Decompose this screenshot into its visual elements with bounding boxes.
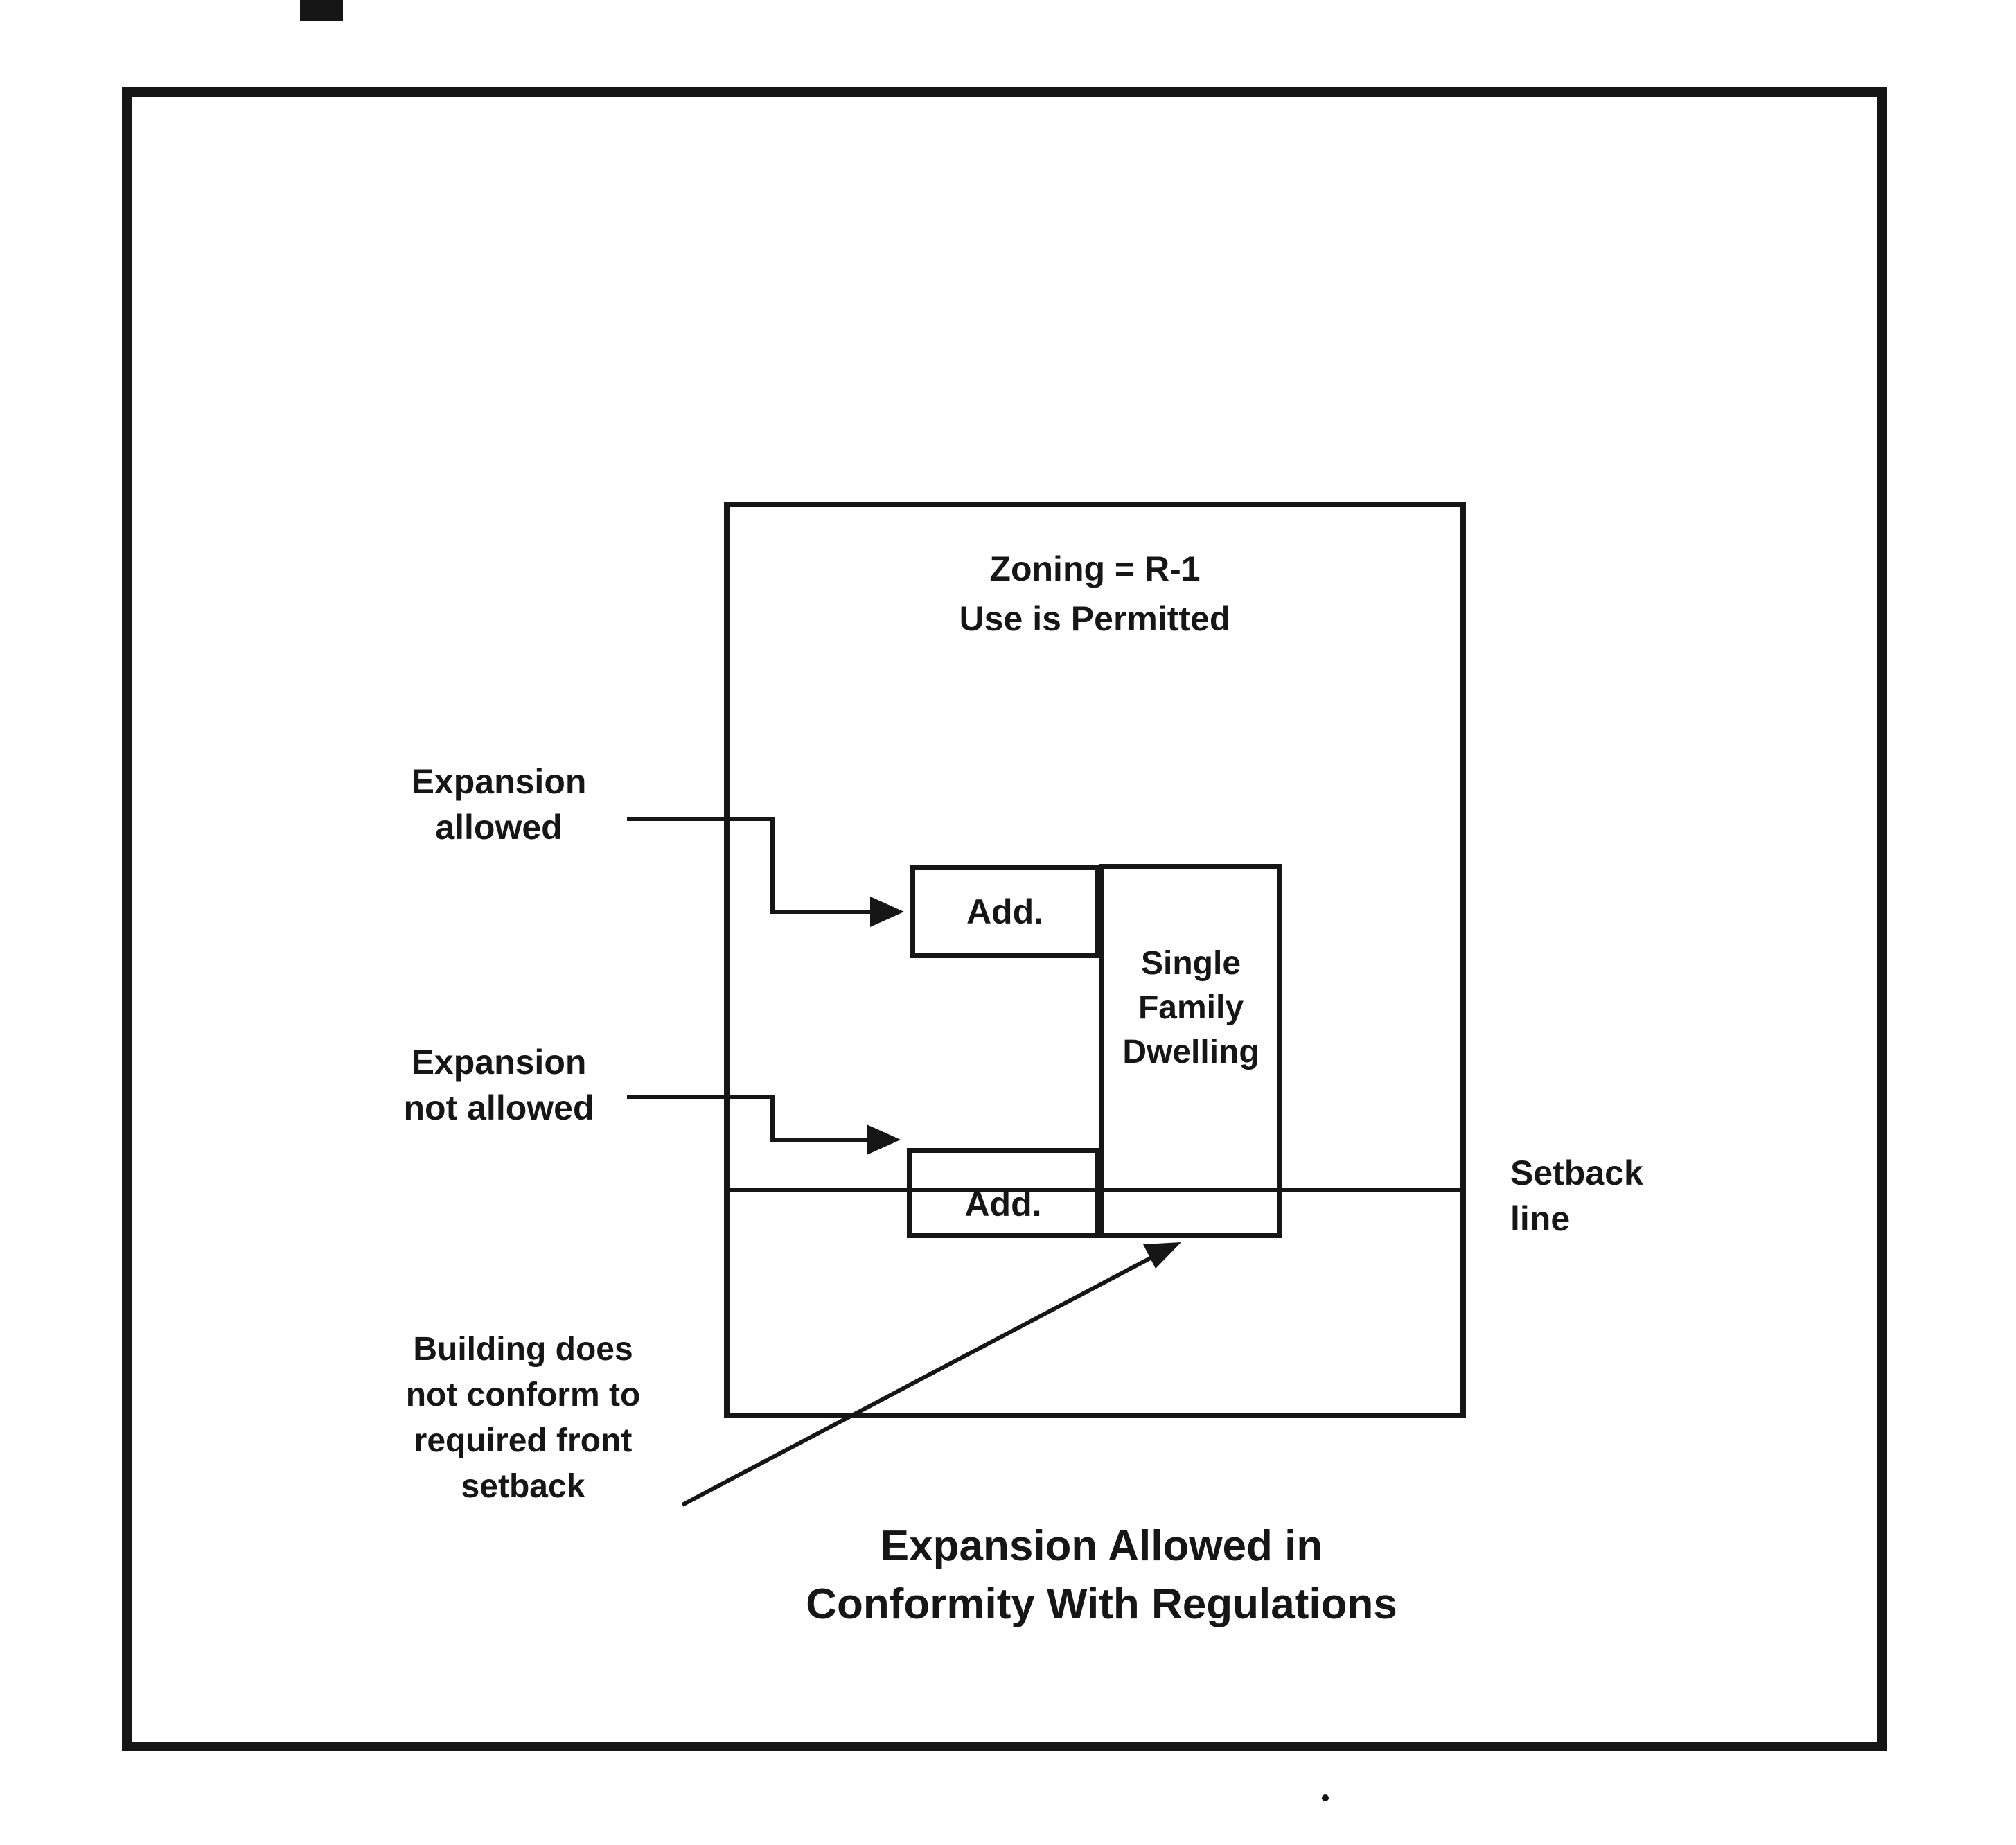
setback-line-callout: Setback line xyxy=(1510,1154,1643,1238)
addition-not-allowed-label: Add. xyxy=(964,1185,1042,1224)
figure-caption: Expansion Allowed in Conformity With Reg… xyxy=(806,1522,1397,1628)
single-family-dwelling-label: Single Family Dwelling xyxy=(1122,945,1259,1070)
scan-artifact-dot xyxy=(1322,1794,1329,1801)
single-family-dwelling-box: Single Family Dwelling xyxy=(1099,864,1282,1238)
nonconforming-setback-callout: Building does not conform to required fr… xyxy=(405,1331,641,1505)
scan-artifact-top xyxy=(300,0,343,21)
expansion-not-allowed-callout: Expansion not allowed xyxy=(403,1043,594,1127)
addition-allowed-box: Add. xyxy=(910,865,1099,958)
addition-not-allowed-box: Add. xyxy=(907,1148,1099,1238)
addition-allowed-label: Add. xyxy=(966,892,1044,931)
zoning-label: Zoning = R-1 Use is Permitted xyxy=(959,549,1231,638)
expansion-allowed-callout: Expansion allowed xyxy=(411,762,587,847)
figure-border xyxy=(122,87,1887,1751)
